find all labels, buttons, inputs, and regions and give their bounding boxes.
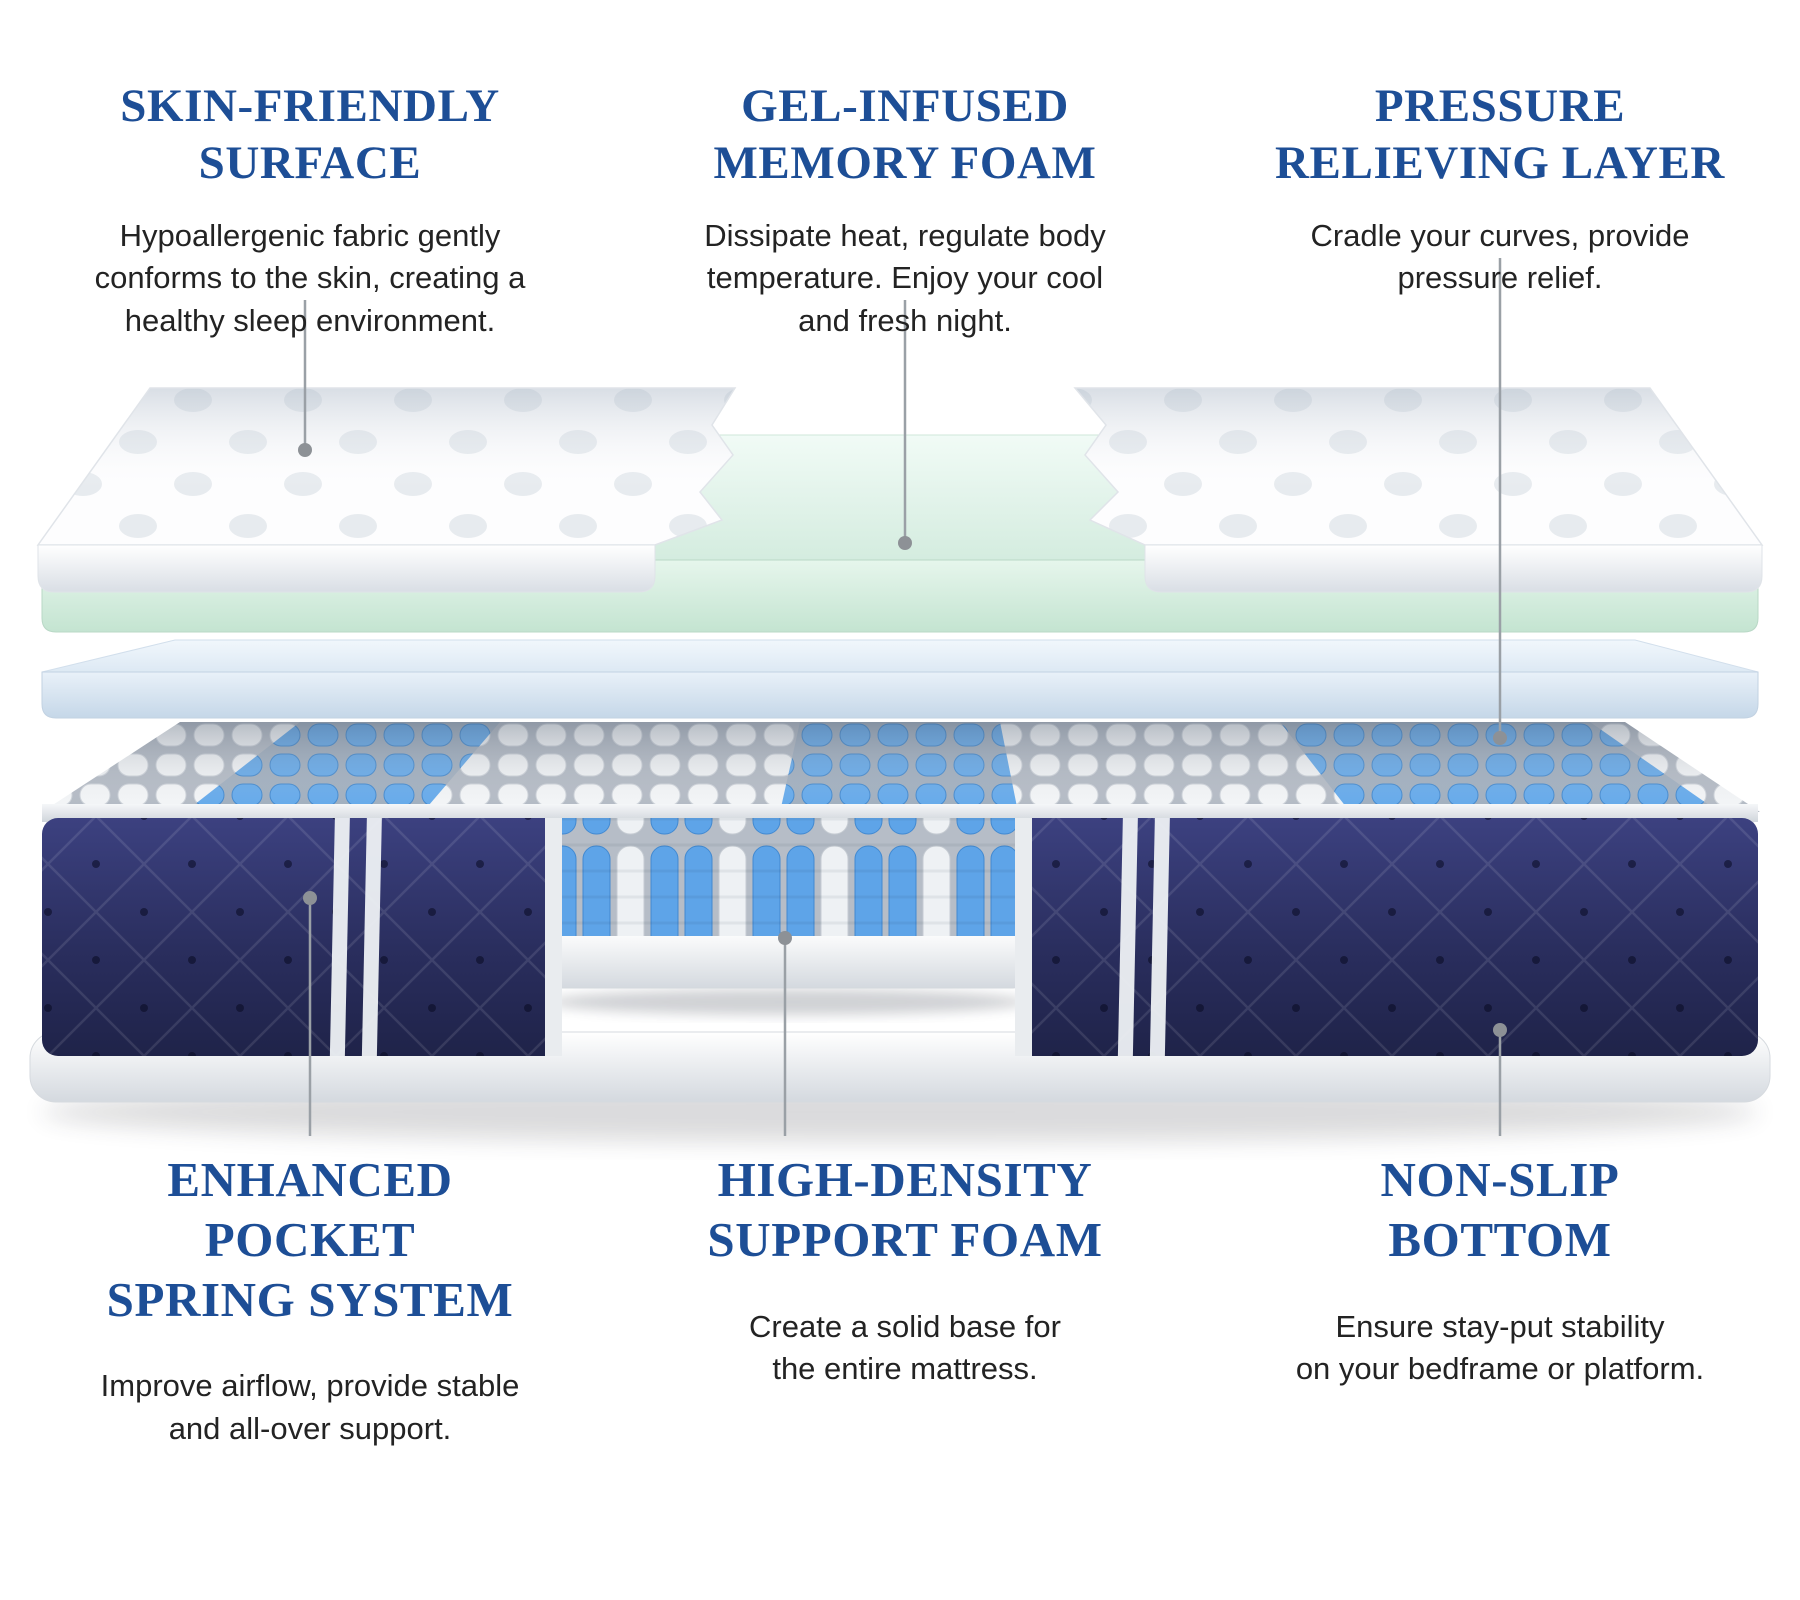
feature-desc-line: and all-over support. (168, 1411, 452, 1447)
pressure-relieving-layer-slab (41, 639, 1759, 719)
quilted-cover-left-piece (36, 387, 737, 593)
feature-title: NON-SLIP BOTTOM (1250, 1150, 1750, 1270)
feature-desc-line: temperature. Enjoy your cool (706, 260, 1104, 296)
feature-title-line: PRESSURE (1374, 80, 1626, 132)
feature-title-line: ENHANCED POCKET (167, 1152, 453, 1267)
feature-desc-line: and fresh night. (798, 303, 1012, 339)
support-foam-shadow (548, 989, 1028, 1015)
feature-gel-infused-memory-foam: GEL-INFUSED MEMORY FOAM Dissipate heat, … (650, 78, 1160, 343)
feature-title-line: SPRING SYSTEM (106, 1271, 514, 1327)
left-panel-end-cap (545, 818, 562, 1056)
feature-title: SKIN-FRIENDLY SURFACE (60, 78, 560, 193)
feature-enhanced-pocket-spring-system: ENHANCED POCKET SPRING SYSTEM Improve ai… (60, 1150, 560, 1451)
right-panel-white-stripe (1117, 818, 1138, 1056)
leader-dot-skin-friendly-surface (298, 443, 312, 457)
feature-desc-line: Improve airflow, provide stable (100, 1368, 520, 1404)
feature-description: Improve airflow, provide stable and all-… (60, 1365, 560, 1451)
right-panel-end-cap (1015, 818, 1032, 1056)
left-panel-white-stripe (361, 818, 382, 1056)
feature-title-line: MEMORY FOAM (713, 137, 1097, 190)
quilted-cover-right-piece (1073, 387, 1764, 593)
feature-title-line: BOTTOM (1388, 1211, 1612, 1267)
leader-dot-pressure-relieving-layer (1493, 731, 1507, 745)
feature-desc-line: Hypoallergenic fabric gently (119, 217, 501, 253)
feature-title: HIGH-DENSITY SUPPORT FOAM (655, 1150, 1155, 1270)
left-panel-white-stripe (329, 818, 350, 1056)
feature-desc-line: conforms to the skin, creating a (94, 260, 526, 296)
feature-description: Cradle your curves, provide pressure rel… (1230, 215, 1770, 301)
feature-desc-line: Create a solid base for (749, 1308, 1061, 1344)
feature-title: PRESSURE RELIEVING LAYER (1230, 78, 1770, 193)
pocket-spring-top-surface (42, 722, 1760, 822)
feature-title-line: RELIEVING LAYER (1275, 137, 1725, 190)
right-panel-white-stripe (1149, 818, 1170, 1056)
feature-title-line: GEL-INFUSED (741, 80, 1069, 132)
feature-title-line: SURFACE (198, 137, 422, 190)
feature-title-line: HIGH-DENSITY (717, 1152, 1093, 1207)
feature-skin-friendly-surface: SKIN-FRIENDLY SURFACE Hypoallergenic fab… (60, 78, 560, 343)
leader-dot-non-slip-bottom (1493, 1023, 1507, 1037)
leader-lines (303, 258, 1502, 1136)
leader-dot-pocket-spring-system (303, 891, 317, 905)
feature-desc-line: the entire mattress. (772, 1351, 1038, 1387)
feature-desc-line: Dissipate heat, regulate body (704, 217, 1106, 253)
spring-front-edge-strip (42, 804, 1758, 822)
feature-description: Create a solid base for the entire mattr… (655, 1306, 1155, 1392)
feature-desc-line: Cradle your curves, provide (1310, 217, 1690, 253)
navy-side-panels (42, 818, 1758, 1056)
feature-title-line: NON-SLIP (1380, 1152, 1620, 1207)
feature-title-line: SUPPORT FOAM (707, 1211, 1103, 1267)
leader-dots (298, 443, 1507, 1037)
feature-description: Hypoallergenic fabric gently conforms to… (60, 215, 560, 343)
feature-desc-line: healthy sleep environment. (124, 303, 496, 339)
leader-dot-gel-memory-foam (898, 536, 912, 550)
feature-title: GEL-INFUSED MEMORY FOAM (650, 78, 1160, 193)
feature-non-slip-bottom: NON-SLIP BOTTOM Ensure stay-put stabilit… (1250, 1150, 1750, 1391)
feature-high-density-support-foam: HIGH-DENSITY SUPPORT FOAM Create a solid… (655, 1150, 1155, 1391)
middle-exposed-springs (548, 818, 1028, 1015)
quilted-top-cover (36, 387, 1764, 593)
feature-description: Ensure stay-put stability on your bedfra… (1250, 1306, 1750, 1392)
feature-description: Dissipate heat, regulate body temperatur… (650, 215, 1160, 343)
feature-desc-line: pressure relief. (1397, 260, 1603, 296)
feature-title-line: SKIN-FRIENDLY (120, 80, 500, 132)
feature-desc-line: on your bedframe or platform. (1295, 1351, 1705, 1387)
feature-title: ENHANCED POCKET SPRING SYSTEM (60, 1150, 560, 1329)
leader-dot-support-foam (778, 931, 792, 945)
feature-pressure-relieving-layer: PRESSURE RELIEVING LAYER Cradle your cur… (1230, 78, 1770, 300)
feature-desc-line: Ensure stay-put stability (1335, 1308, 1665, 1344)
